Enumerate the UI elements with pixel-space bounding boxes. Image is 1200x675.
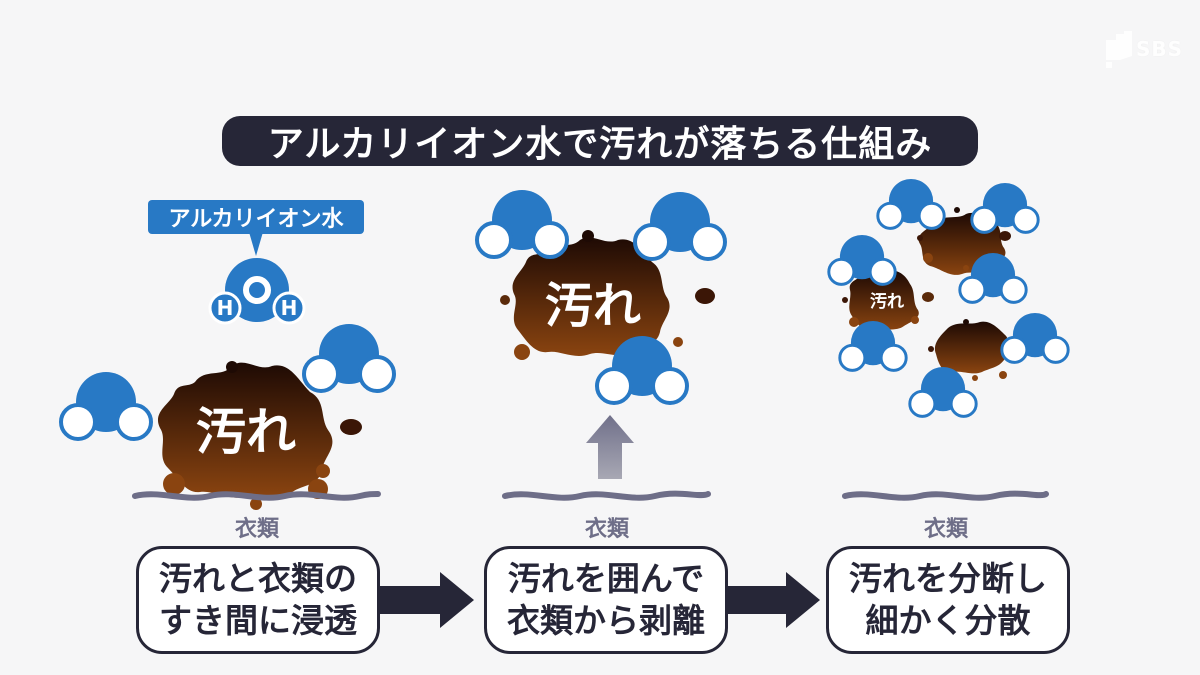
step-box-detach: 汚れを囲んで 衣類から剥離 bbox=[484, 546, 728, 654]
dirt-blob bbox=[157, 361, 362, 510]
water-molecule bbox=[827, 233, 897, 286]
cloth-line bbox=[132, 491, 381, 501]
cloth-label: 衣類 bbox=[234, 517, 279, 542]
water-molecule-icon: H H bbox=[208, 258, 306, 325]
step-box-disperse: 汚れを分断し 細かく分散 bbox=[826, 546, 1070, 654]
water-molecule bbox=[475, 188, 569, 259]
step-line: 細かく分散 bbox=[865, 601, 1031, 640]
step-line: すき間に浸透 bbox=[159, 601, 357, 640]
cloth-line bbox=[502, 490, 711, 501]
step-line: 汚れを分断し bbox=[849, 559, 1047, 598]
atom-h-left: H bbox=[217, 296, 234, 320]
cloth-label: 衣類 bbox=[584, 517, 629, 542]
dirt-label: 汚れ bbox=[196, 403, 296, 461]
water-molecule bbox=[59, 370, 153, 441]
right-arrow-icon bbox=[726, 572, 820, 628]
diagram-title: アルカリイオン水で汚れが落ちる仕組み bbox=[222, 116, 978, 166]
water-molecule bbox=[302, 322, 396, 393]
right-arrow-icon bbox=[378, 572, 474, 628]
water-molecule bbox=[1000, 311, 1070, 364]
step-line: 衣類から剥離 bbox=[507, 601, 705, 640]
cloth-label: 衣類 bbox=[923, 517, 968, 542]
step-line: 汚れを囲んで bbox=[507, 559, 705, 598]
up-arrow-icon bbox=[586, 415, 634, 479]
callout-pointer bbox=[249, 232, 263, 256]
water-molecule bbox=[876, 177, 946, 230]
dirt-label: 汚れ bbox=[544, 278, 641, 334]
alkaline-water-label: アルカリイオン水 bbox=[148, 200, 364, 234]
water-molecule bbox=[970, 181, 1040, 234]
water-molecule bbox=[633, 190, 727, 261]
water-molecule bbox=[908, 365, 978, 418]
broadcaster-logo: SBS bbox=[1098, 28, 1188, 72]
cloth-line bbox=[842, 490, 1049, 501]
dirt-label: 汚れ bbox=[870, 292, 904, 312]
sbs-logo-icon bbox=[1106, 31, 1132, 68]
atom-h-right: H bbox=[281, 296, 298, 320]
step-line: 汚れと衣類の bbox=[159, 559, 357, 598]
dirt-blob bbox=[842, 270, 934, 331]
dirt-blob bbox=[500, 230, 715, 360]
step-box-penetrate: 汚れと衣類の すき間に浸透 bbox=[136, 546, 380, 654]
logo-text: SBS bbox=[1136, 37, 1184, 61]
dirt-blob bbox=[928, 319, 1009, 381]
